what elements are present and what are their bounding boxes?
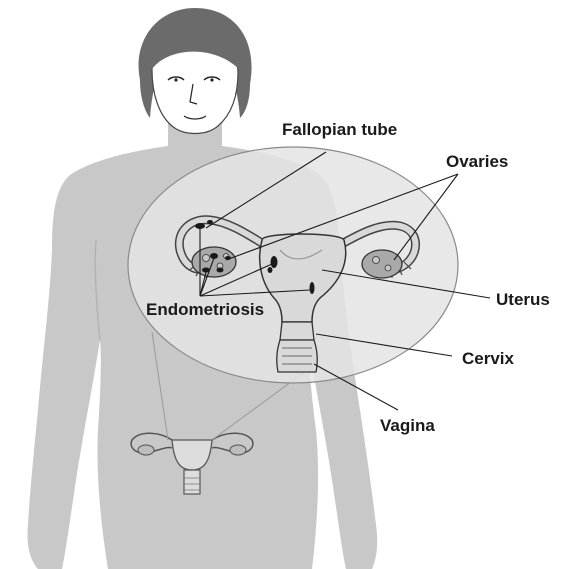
left-ovary — [192, 247, 236, 277]
label-fallopian-tube: Fallopian tube — [282, 120, 397, 139]
right-ovary — [362, 250, 402, 278]
label-uterus: Uterus — [496, 290, 550, 309]
head — [139, 8, 252, 134]
label-endometriosis: Endometriosis — [146, 300, 264, 319]
label-cervix: Cervix — [462, 349, 515, 368]
cervix — [280, 322, 314, 340]
label-vagina: Vagina — [380, 416, 435, 435]
label-ovaries: Ovaries — [446, 152, 508, 171]
